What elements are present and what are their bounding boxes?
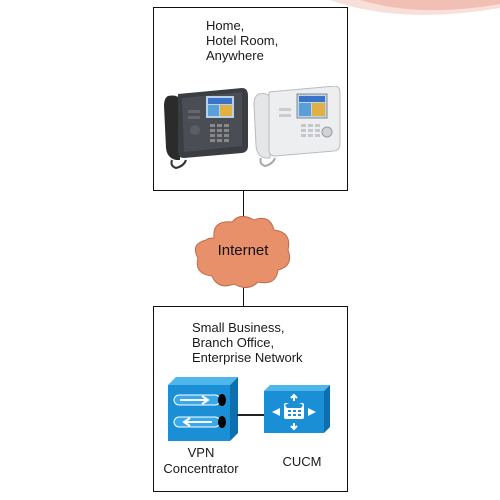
connector-top	[243, 191, 244, 216]
enterprise-site-box: Small Business, Branch Office, Enterpris…	[153, 306, 348, 492]
remote-location-box: Home, Hotel Room, Anywhere	[153, 7, 348, 191]
ip-phone-white-icon	[253, 86, 341, 168]
cucm-label: CUCM	[282, 454, 322, 469]
connector-bottom	[243, 284, 244, 306]
decorative-swoosh	[330, 0, 500, 15]
vpn-concentrator-icon	[168, 377, 238, 441]
enterprise-site-label: Small Business, Branch Office, Enterpris…	[192, 320, 303, 365]
cucm-server-icon	[264, 385, 330, 433]
internet-label: Internet	[217, 242, 269, 259]
cloud-icon	[194, 216, 291, 288]
remote-location-label: Home, Hotel Room, Anywhere	[206, 18, 279, 63]
vpn-concentrator-label: VPN Concentrator	[163, 445, 239, 476]
ip-phone-dark-icon	[164, 88, 248, 170]
internet-cloud: Internet	[192, 212, 294, 290]
vpn-cucm-link	[237, 414, 265, 416]
